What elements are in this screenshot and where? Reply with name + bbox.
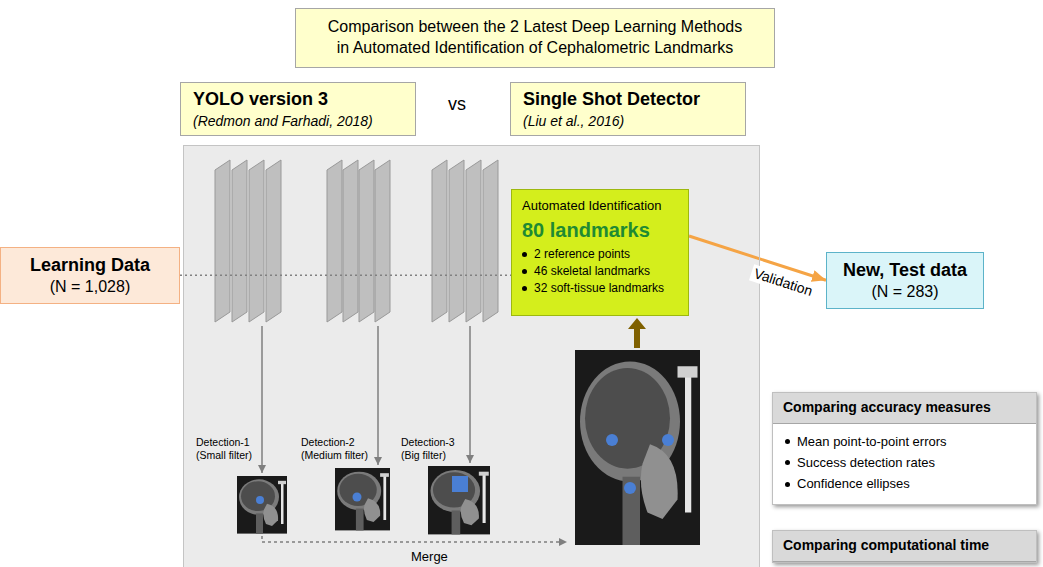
bullet-item: Success detection rates (785, 455, 1036, 471)
up-arrow (628, 318, 646, 348)
box-heading: Automated Identification (522, 198, 678, 214)
network-panel: Automated Identification 80 landmarks 2 re… (183, 145, 760, 567)
merge-label: Merge (411, 549, 448, 565)
free-label: vs (448, 94, 466, 115)
bullet-item: Mean point-to-point errors (785, 434, 1036, 450)
bullet-text: 46 skeletal landmarks (534, 264, 650, 279)
box-heading: Comparing accuracy measures (773, 393, 1036, 424)
layer-stack (327, 160, 390, 322)
landmark-dot (256, 496, 264, 504)
xray-thumbnail (428, 466, 490, 534)
layer-sheet (232, 160, 247, 322)
bullet-item: 32 soft-tissue landmarks (522, 281, 678, 296)
bullet-dot (522, 286, 527, 291)
landmark-dot (662, 434, 674, 446)
landmark-dot (353, 493, 362, 502)
data-box: Learning Data(N = 1,028) (0, 247, 180, 304)
bullet-dot (785, 482, 790, 487)
merge-line (262, 536, 567, 542)
bullet-item: 2 reference points (522, 247, 678, 262)
citation: (Liu et al., 2016) (523, 113, 733, 131)
bullet-dot (522, 252, 527, 257)
sample-size: (N = 283) (835, 282, 975, 302)
output-box: Automated Identification 80 landmarks 2 re… (511, 189, 689, 316)
sample-size: (N = 1,028) (9, 277, 171, 297)
layer-sheet (343, 160, 358, 322)
layer-sheet (449, 160, 464, 322)
bullet-text: Mean point-to-point errors (797, 434, 947, 450)
method-box: Single Shot Detector (Liu et al., 2016) (510, 82, 746, 136)
bullet-item: 46 skeletal landmarks (522, 264, 678, 279)
xray-merged (575, 350, 700, 545)
bullet-dot (522, 269, 527, 274)
layer-sheet (432, 160, 447, 322)
detection-label: Detection-1 (Small filter) (196, 436, 258, 462)
layer-sheet (266, 160, 281, 322)
layer-stack (432, 160, 498, 322)
layer-sheet (483, 160, 498, 322)
layer-sheet (249, 160, 264, 322)
title: Comparison between the 2 Latest Deep Lea… (324, 17, 746, 59)
layer-sheet (359, 160, 374, 322)
layer-sheet (327, 160, 342, 322)
layer-stack (215, 160, 281, 322)
citation: (Redmon and Farhadi, 2018) (193, 113, 403, 131)
landmark-box (452, 476, 468, 492)
box-heading: New, Test data (835, 259, 975, 282)
detection-arrow (469, 326, 471, 463)
box-heading: Comparing computational time (773, 531, 1036, 562)
landmark-dot (606, 434, 618, 446)
bullet-text: 32 soft-tissue landmarks (534, 281, 664, 296)
connector (180, 275, 511, 277)
landmark-dot (624, 482, 636, 494)
title-box: Comparison between the 2 Latest Deep Lea… (295, 8, 775, 68)
detection-label: Detection-2 (Medium filter) (301, 436, 373, 462)
detection-arrow (261, 326, 263, 473)
bullet-text: Confidence ellipses (797, 476, 910, 492)
bullet-text: 2 reference points (534, 247, 630, 262)
xray-thumbnail (237, 476, 287, 534)
box-heading: Learning Data (9, 254, 171, 277)
method-name: Single Shot Detector (523, 88, 733, 111)
method-name: YOLO version 3 (193, 88, 403, 111)
bullet-text: Success detection rates (797, 455, 935, 471)
detection-label: Detection-3 (Big filter) (401, 436, 463, 462)
method-box: YOLO version 3 (Redmon and Farhadi, 2018) (180, 82, 416, 136)
layer-sheet (215, 160, 230, 322)
bullet-item: Confidence ellipses (785, 476, 1036, 492)
panel-ground (183, 145, 760, 567)
detection-arrow (377, 326, 379, 465)
measure-box: Comparing accuracy measuresMean point-to… (772, 392, 1037, 505)
bullet-dot (785, 460, 790, 465)
layer-sheet (466, 160, 481, 322)
landmark-count: 80 landmarks (522, 218, 678, 243)
layer-sheet (375, 160, 390, 322)
data-box: New, Test data(N = 283) (826, 252, 984, 309)
bullet-dot (785, 439, 790, 444)
measure-box: Comparing computational time (772, 530, 1037, 563)
xray-thumbnail (335, 468, 390, 530)
